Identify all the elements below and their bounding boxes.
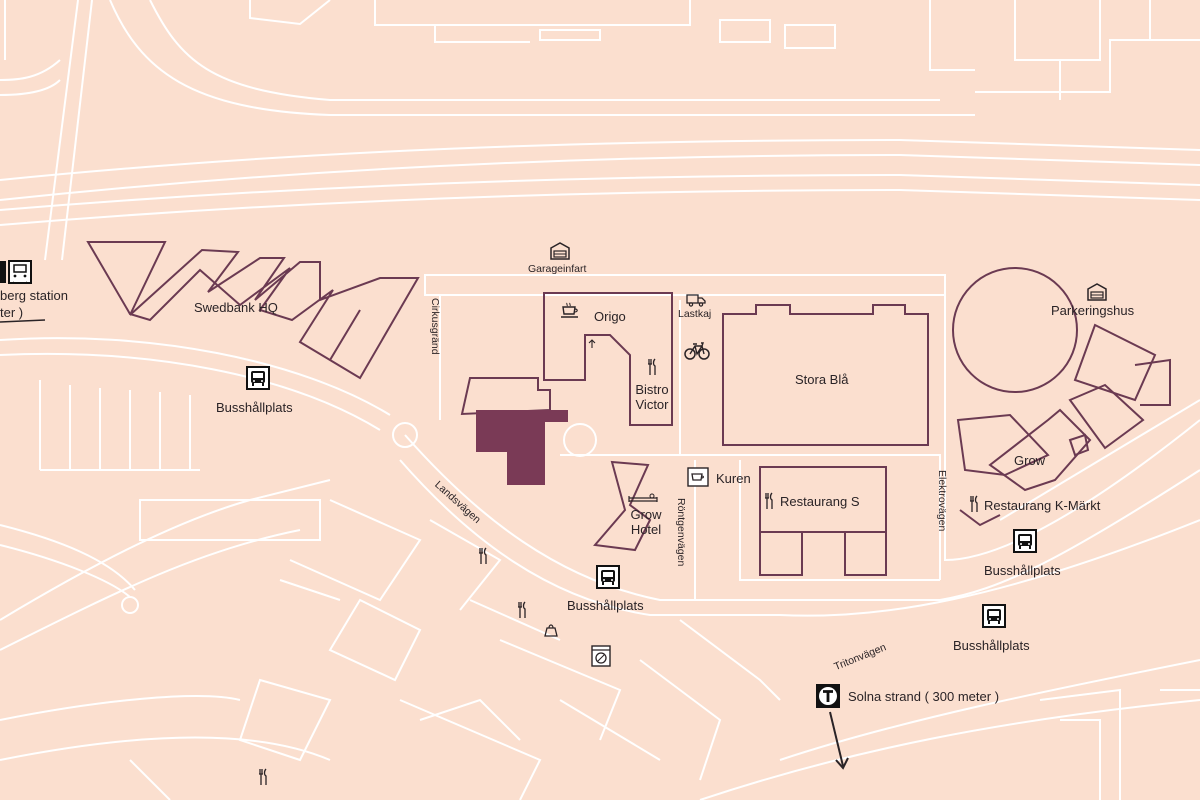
shopping-bag-icon	[544, 624, 558, 637]
fork-knife-icon	[518, 601, 526, 618]
fork-knife-icon	[765, 492, 773, 509]
coffee-cup-icon	[561, 302, 578, 318]
label-parkeringshus: Parkeringshus	[1051, 303, 1135, 318]
label-grow: Grow	[1014, 453, 1046, 468]
bus-icon	[982, 604, 1006, 628]
label-bistro: Bistro	[635, 382, 669, 397]
bed-icon	[628, 493, 658, 502]
bus-icon	[246, 366, 270, 390]
label-busshallplats: Busshållplats	[953, 638, 1030, 653]
street-elektrovagen: Elektrovägen	[936, 470, 948, 532]
label-lastkaj: Lastkaj	[678, 308, 712, 320]
coffee-cup-icon	[687, 467, 709, 487]
bicycle-icon	[684, 342, 710, 360]
label-garageinfart: Garageinfart	[528, 263, 587, 275]
label-origo: Origo	[594, 309, 626, 324]
fork-knife-icon	[648, 358, 656, 375]
label-busshallplats: Busshållplats	[567, 598, 644, 613]
label-victor: Victor	[635, 397, 669, 412]
label-kuren: Kuren	[716, 471, 751, 486]
label-grow-hotel-2: Hotel	[630, 522, 662, 537]
label-busshallplats: Busshållplats	[216, 400, 293, 415]
entrance-arrow-icon	[588, 339, 596, 348]
label-busshallplats: Busshållplats	[984, 563, 1061, 578]
bus-icon	[596, 565, 620, 589]
bus-icon	[1013, 529, 1037, 553]
fork-knife-icon	[970, 495, 978, 512]
label-grow-hotel-1: Grow	[630, 507, 662, 522]
building-outlines	[86, 241, 1171, 576]
train-icon	[0, 260, 32, 284]
metro-T-icon	[816, 684, 840, 708]
delivery-truck-icon	[686, 294, 706, 307]
highlighted-building	[476, 410, 568, 485]
label-solna-strand: Solna strand ( 300 meter )	[848, 689, 1000, 704]
fork-knife-icon	[479, 547, 487, 564]
label-swedbank-hq: Swedbank HQ	[194, 300, 278, 315]
label-restaurang-k-markt: Restaurang K-Märkt	[984, 498, 1101, 513]
arrow-down-icon	[829, 711, 849, 770]
fork-knife-icon	[259, 768, 267, 785]
label-stora-bla: Stora Blå	[795, 372, 849, 387]
street-cirkusgrand: Cirkusgränd	[429, 298, 441, 355]
label-restaurang-s: Restaurang S	[780, 494, 860, 509]
station-label-sub: ter )	[0, 305, 24, 320]
parking-garage-icon	[1087, 283, 1107, 301]
washing-machine-icon	[591, 645, 611, 667]
station-label: berg station	[0, 288, 68, 303]
garage-icon	[550, 242, 570, 260]
street-rontgenvagen: Röntgenvägen	[675, 498, 687, 567]
